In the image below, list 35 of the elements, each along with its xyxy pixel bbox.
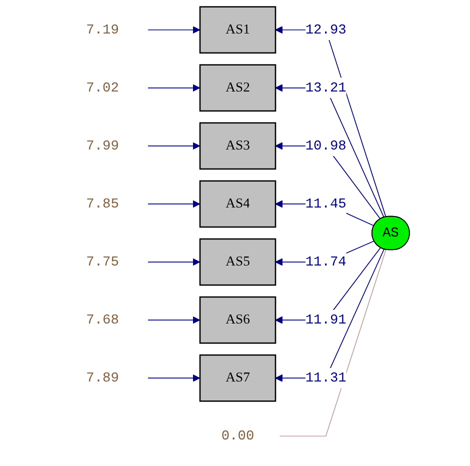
arrow [148, 258, 200, 266]
arrow [275, 142, 381, 220]
arrow [275, 26, 386, 218]
node-box: AS4 [199, 180, 276, 228]
node-text: 7.89 [86, 370, 119, 386]
node-box: AS3 [199, 122, 276, 170]
edge-label: 11.74 [305, 254, 346, 270]
node-text: 7.99 [86, 138, 119, 154]
edge-label: 10.98 [305, 138, 346, 154]
arrow [148, 316, 200, 324]
node-text: 7.75 [86, 254, 119, 270]
arrow [148, 200, 200, 208]
node-text: 7.68 [86, 312, 119, 328]
node-box: AS5 [199, 238, 276, 286]
edge-label: 12.93 [305, 22, 346, 38]
node-text: 7.19 [86, 22, 119, 38]
node-text: 7.85 [86, 196, 119, 212]
node-text: 0.00 [221, 428, 254, 444]
edge-label: 11.31 [305, 370, 346, 386]
connector [279, 249, 386, 437]
edge-label: 13.21 [305, 80, 346, 96]
arrow [275, 248, 384, 382]
arrow [148, 84, 200, 92]
arrow [275, 84, 384, 218]
arrow [148, 374, 200, 382]
node-box: AS7 [199, 354, 276, 402]
node-text: 7.02 [86, 80, 119, 96]
arrow [275, 247, 381, 324]
edge-label: 11.91 [305, 312, 346, 328]
arrow [148, 26, 200, 34]
node-box: AS1 [199, 6, 276, 54]
node-box: AS2 [199, 64, 276, 112]
node-box: AS6 [199, 296, 276, 344]
arrow [148, 142, 200, 150]
edge-label: 11.45 [305, 196, 346, 212]
